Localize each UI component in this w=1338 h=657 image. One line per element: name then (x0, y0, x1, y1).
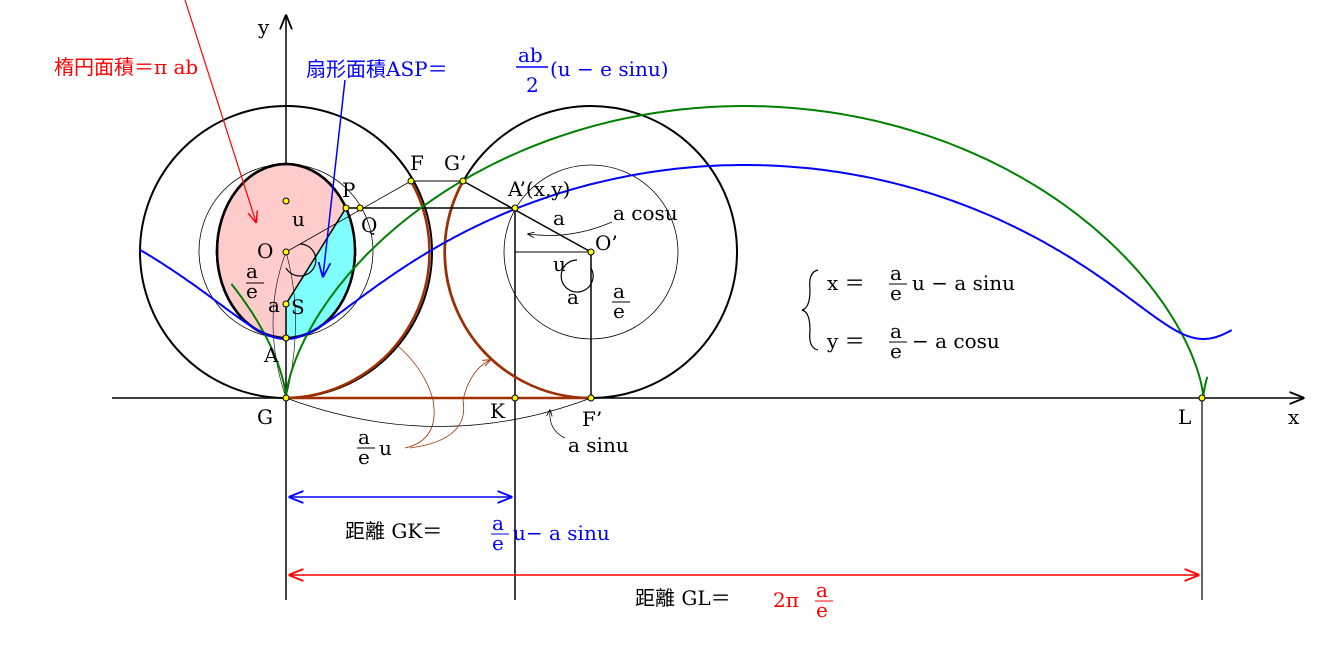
label-o2: O’ (595, 231, 618, 255)
sector-area-prefix: 扇形面積ASP＝ (306, 57, 448, 81)
equation-x-rhs: u − a sinu (912, 271, 1015, 295)
label-a-left: a (268, 293, 280, 317)
label-o: O (257, 239, 273, 263)
frac-den-aeu: e (358, 445, 370, 469)
equation-x-lhs: x ＝ (827, 271, 865, 295)
points (282, 177, 1206, 402)
equation-brace (801, 269, 819, 351)
angle-arc-o (285, 243, 317, 277)
pointer-acosu (528, 221, 613, 236)
label-u-right: u (553, 252, 566, 276)
label-y: y (257, 15, 270, 39)
label-f2: F’ (582, 407, 602, 431)
distance-gk-prefix: 距離 GK＝ (345, 519, 442, 543)
label-l: L (1178, 405, 1191, 429)
label-a-point: A (263, 343, 279, 367)
distance-gk-num: a (492, 511, 504, 535)
angle-arc-o2 (560, 259, 594, 293)
sector-area-arrow (323, 79, 346, 276)
arc-gf (285, 180, 431, 400)
label-p: P (342, 178, 355, 202)
distance-gl-num: a (816, 578, 828, 602)
label-g: G (257, 405, 273, 429)
ellipse-area-arrow (184, 0, 256, 222)
arc-g-f2 (285, 397, 592, 427)
frac-num-left: a (246, 259, 258, 283)
sector-den: 2 (526, 73, 539, 97)
line-of (285, 180, 412, 253)
label-x: x (1288, 405, 1300, 429)
label-u-left: u (292, 207, 305, 231)
distance-gk-den: e (492, 531, 504, 555)
label-q: Q (361, 213, 377, 237)
pointer-aeu (397, 345, 490, 449)
equation-x-den: e (890, 281, 902, 305)
label-acosu: a cosu (613, 201, 678, 225)
label-f: F (410, 151, 424, 175)
distance-gl-2pi: 2π (773, 588, 799, 612)
equation-x-num: a (890, 261, 902, 285)
trochoid-curve (138, 164, 1233, 340)
ellipse-area-label: 楕円面積＝π ab (54, 55, 198, 79)
equation-y-rhs: − a cosu (912, 329, 1000, 353)
distance-gl-prefix: 距離 GL＝ (635, 586, 731, 610)
label-a-right: a (553, 206, 565, 230)
label-asinu: a sinu (568, 433, 629, 457)
sector-suffix: (u − e sinu) (550, 57, 669, 81)
line-g2o2 (462, 180, 592, 253)
distance-gk-suffix: u− a sinu (513, 521, 610, 545)
equation-y-num: a (890, 319, 902, 343)
label-a-lower: a (567, 285, 579, 309)
label-s: S (291, 295, 305, 319)
frac-den-left: e (246, 279, 258, 303)
pointer-asinu (550, 410, 566, 439)
arc-gf2 (443, 180, 592, 400)
distance-gl-den: e (816, 598, 828, 622)
frac-num-right: a (613, 279, 625, 303)
label-aeu-u: u (379, 436, 392, 460)
label-a2: A’(x,y) (507, 177, 570, 201)
sector-num: ab (518, 43, 543, 67)
label-k: K (490, 399, 506, 423)
label-g2: G’ (444, 151, 466, 175)
equation-y-den: e (890, 339, 902, 363)
frac-den-right: e (613, 299, 625, 323)
equation-y-lhs: y ＝ (826, 329, 865, 353)
frac-num-aeu: a (358, 425, 370, 449)
